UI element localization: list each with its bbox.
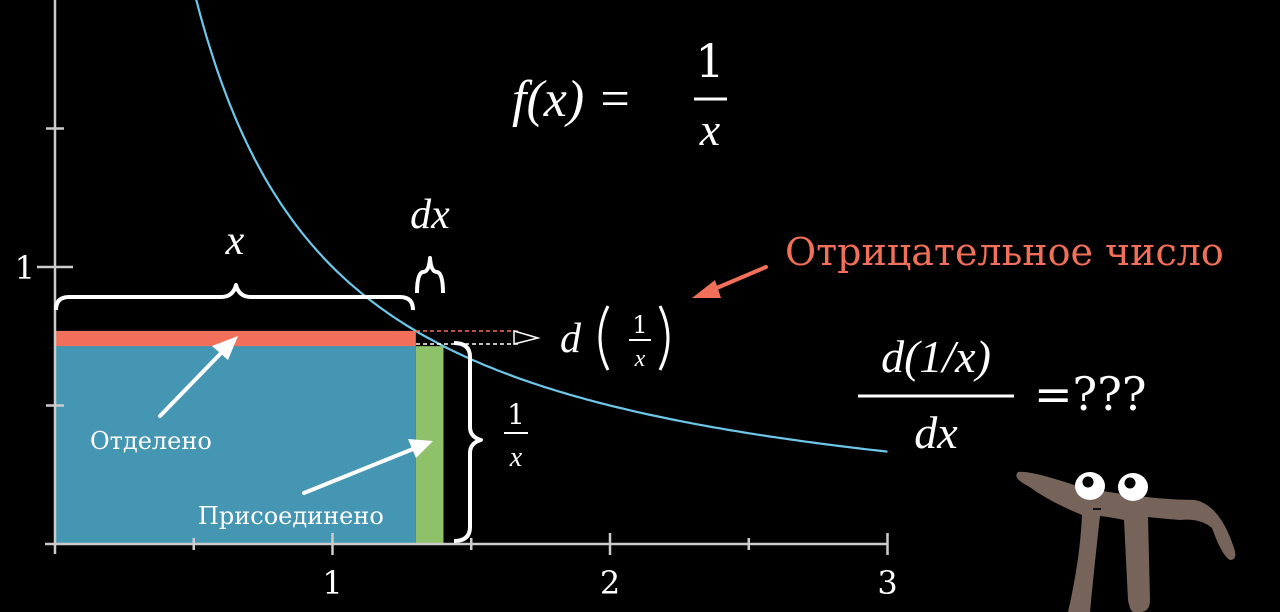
derivative-denominator: dx — [914, 407, 958, 458]
removed-arrow — [158, 346, 228, 418]
removed-arrow-head — [212, 336, 238, 360]
function-lhs: f(x) = — [512, 71, 632, 128]
y-ticks — [37, 127, 73, 407]
d-right-paren — [658, 305, 670, 371]
function-denominator: x — [699, 104, 721, 155]
height-label-denominator: x — [509, 442, 523, 473]
d-numerator: 1 — [632, 311, 647, 339]
axes — [37, 0, 889, 555]
function-numerator: 1 — [695, 34, 724, 88]
negative-number-caption: Отрицательное число — [785, 230, 1224, 274]
dx-brace — [415, 256, 445, 294]
added-arrow-head — [408, 439, 433, 458]
area-rectangle — [55, 330, 416, 544]
x-tick-label-1: 1 — [322, 564, 342, 602]
height-brace — [453, 341, 483, 543]
height-change-arrow — [513, 330, 541, 345]
negative-arrow — [710, 265, 768, 292]
x-ticks — [192, 533, 889, 555]
pi-creature-icon — [1016, 471, 1236, 612]
dx-brace-label: dx — [410, 192, 450, 238]
derivative-rhs: =??? — [1034, 367, 1147, 421]
height-label-numerator: 1 — [507, 398, 525, 431]
x-tick-label-2: 2 — [600, 564, 620, 602]
curve-one-over-x — [195, 0, 888, 453]
x-brace-label: x — [225, 218, 245, 264]
y-tick-label-1: 1 — [15, 249, 35, 287]
d-left-paren — [598, 305, 610, 371]
derivative-numerator: d(1/x) — [881, 331, 991, 382]
x-brace — [54, 283, 415, 311]
added-caption: Присоединено — [198, 502, 384, 530]
d-denominator: x — [634, 346, 646, 372]
added-arrow — [302, 445, 420, 495]
negative-arrow-head — [692, 280, 721, 298]
x-tick-label-3: 3 — [877, 564, 897, 602]
d-prefix: d — [560, 316, 582, 362]
removed-caption: Отделено — [90, 427, 212, 455]
